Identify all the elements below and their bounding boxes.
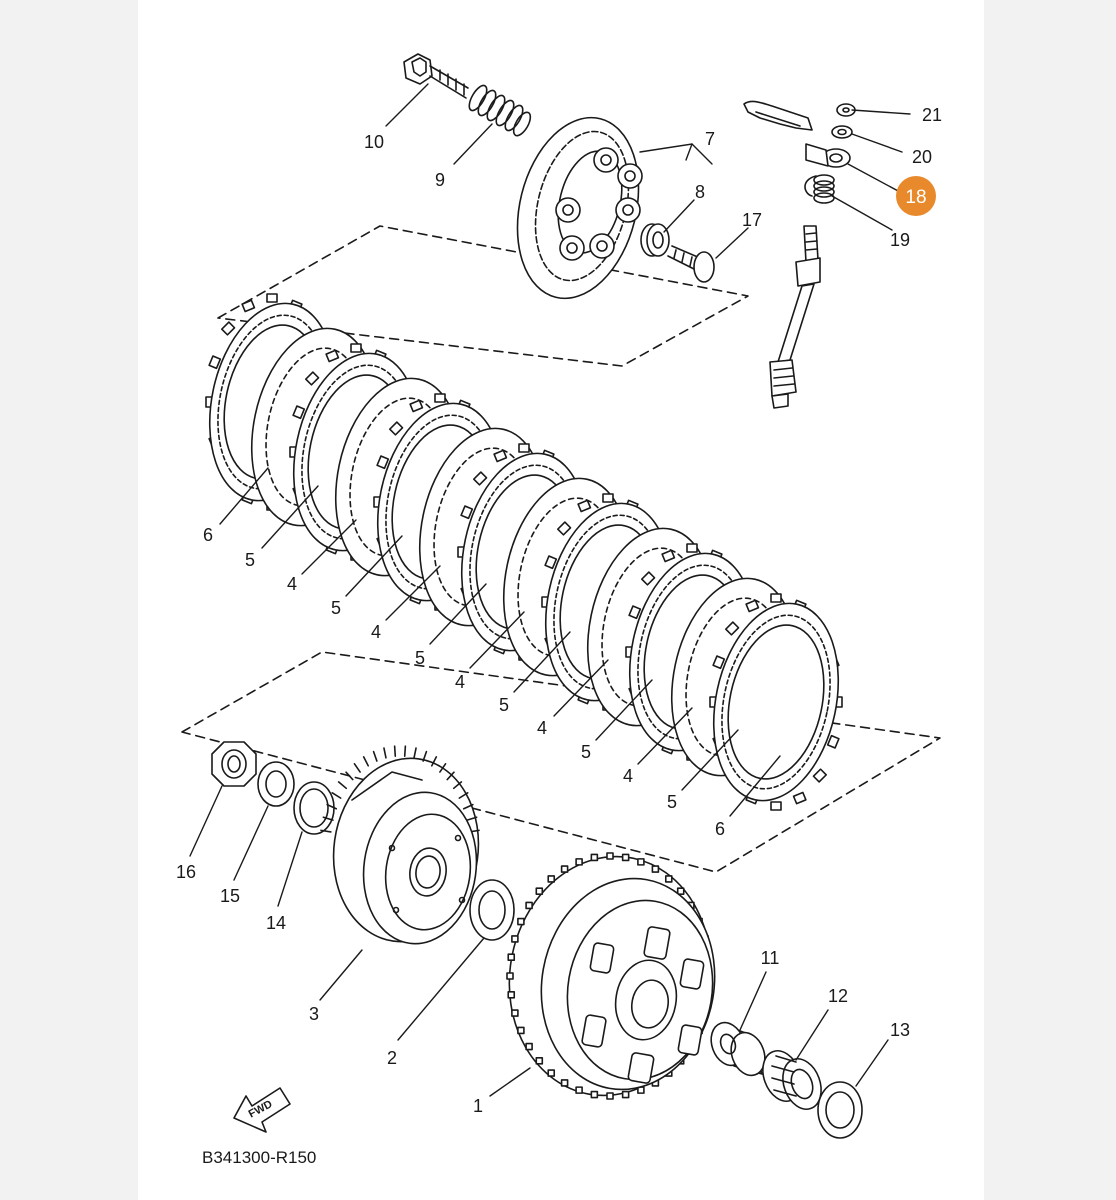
- leader-11: [739, 971, 767, 1031]
- callout-17: 17: [742, 210, 762, 230]
- callout-5a: 5: [245, 550, 255, 570]
- push-lever-shaft: [769, 225, 821, 409]
- callout-4c: 4: [455, 672, 465, 692]
- bearing-part-8: [640, 223, 670, 257]
- callout-15: 15: [220, 886, 240, 906]
- leader-16: [189, 785, 223, 857]
- callout-9: 9: [435, 170, 445, 190]
- clutch-plate-stack: [205, 293, 843, 811]
- callout-19: 19: [890, 230, 910, 250]
- callout-20: 20: [912, 147, 932, 167]
- callout-1: 1: [473, 1096, 483, 1116]
- callout-4a: 4: [287, 574, 297, 594]
- collar-part-11: [710, 1021, 766, 1077]
- leader-3: [319, 949, 363, 1001]
- callout-11: 11: [761, 948, 780, 968]
- plates-group-outline: [217, 225, 749, 367]
- leader-14: [277, 831, 303, 907]
- leader-lines: [189, 83, 911, 1097]
- leader-19: [831, 195, 893, 231]
- callout-3: 3: [309, 1004, 319, 1024]
- callout-10: 10: [364, 132, 384, 152]
- callout-12: 12: [828, 986, 848, 1006]
- callout-4e: 4: [623, 766, 633, 786]
- spring-part-19: [813, 174, 835, 204]
- leader-13: [855, 1039, 889, 1087]
- nut-part-16: [211, 741, 257, 787]
- leader-9: [453, 123, 493, 165]
- needle-bearing-part-12: [762, 1050, 822, 1110]
- callout-6b: 6: [715, 819, 725, 839]
- bolt-part-10: [403, 53, 469, 99]
- pressure-plate-part-7: [516, 116, 643, 300]
- callout-7: 7: [705, 129, 715, 149]
- leader-4a: [301, 519, 357, 575]
- leader-4b: [385, 565, 441, 621]
- spring-part-9: [468, 84, 532, 137]
- leader-15: [233, 805, 269, 881]
- callout-4b: 4: [371, 622, 381, 642]
- thrust-washer-part-2: [469, 879, 515, 941]
- leader-2: [397, 937, 485, 1041]
- callout-8: 8: [695, 182, 705, 202]
- leader-8: [663, 199, 695, 233]
- callout-5b: 5: [331, 598, 341, 618]
- leader-6a: [219, 467, 269, 525]
- leader-4d: [553, 659, 609, 717]
- callout-5d: 5: [499, 695, 509, 715]
- leader-5c: [429, 583, 487, 645]
- clutch-boss-part-3: [320, 745, 480, 945]
- leader-5b: [345, 535, 403, 597]
- washer-part-14: [293, 781, 335, 835]
- push-lever-part-18: [743, 100, 851, 197]
- callout-5f: 5: [667, 792, 677, 812]
- leader-5f: [681, 729, 739, 791]
- callout-16: 16: [176, 862, 196, 882]
- boss-splines: [320, 745, 480, 833]
- leader-7b: [685, 143, 693, 161]
- leader-18: [847, 163, 901, 193]
- leader-20: [851, 133, 903, 153]
- callout-2: 2: [387, 1048, 397, 1068]
- callout-14: 14: [266, 913, 286, 933]
- leader-6b: [729, 755, 781, 817]
- leader-5e: [595, 679, 653, 741]
- leader-5a: [261, 485, 319, 549]
- callout-6a: 6: [203, 525, 213, 545]
- push-rod-part-17: [667, 245, 715, 283]
- leader-4e: [637, 707, 693, 765]
- washer-part-13: [817, 1081, 863, 1139]
- leader-17: [715, 227, 749, 259]
- washer-part-15: [257, 761, 295, 807]
- callout-21: 21: [922, 105, 942, 125]
- callout-18-highlight: [896, 176, 936, 216]
- leader-5d: [513, 631, 571, 693]
- leader-12: [795, 1009, 829, 1061]
- leader-1: [489, 1067, 531, 1097]
- clutch-housing-part-1: [506, 852, 716, 1100]
- diagram-code: B341300-R150: [202, 1148, 316, 1167]
- leader-10: [385, 83, 429, 127]
- hub-group-outline: [181, 651, 941, 873]
- callout-18: 18: [905, 187, 926, 208]
- washer-part-20: [831, 125, 853, 139]
- fwd-arrow-icon: [233, 1087, 291, 1133]
- callout-13: 13: [890, 1020, 910, 1040]
- leader-4c: [469, 611, 525, 669]
- leader-21: [851, 109, 911, 115]
- friction-plate: [709, 593, 843, 811]
- callout-4d: 4: [537, 718, 547, 738]
- callout-5e: 5: [581, 742, 591, 762]
- callout-5c: 5: [415, 648, 425, 668]
